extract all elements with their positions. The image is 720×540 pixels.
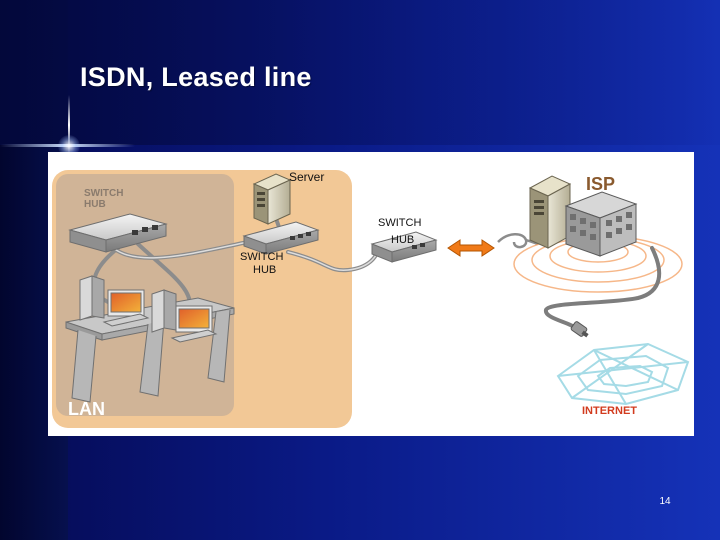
light-flare-glow [58, 135, 80, 157]
isp-building-icon [564, 191, 638, 257]
pc-2 [151, 289, 218, 343]
internet-web-icon [556, 342, 690, 406]
center-switch-hub-label-2: HUB [253, 264, 276, 276]
network-diagram: SWITCH HUB Server SWITCH HUB [48, 152, 694, 436]
workstations [65, 275, 235, 403]
right-switch-hub-label-1: SWITCH [378, 217, 421, 229]
right-switch-hub-label-2: HUB [391, 234, 414, 246]
lan-switch-hub-label-2: HUB [84, 199, 106, 210]
light-flare-vertical [68, 95, 70, 155]
center-switch-hub-label-1: SWITCH [240, 251, 283, 263]
lan-switch-hub [68, 213, 168, 253]
server-label: Server [289, 170, 324, 184]
isp-cable-coil [497, 233, 539, 249]
lan-switch-hub-label-1: SWITCH [84, 188, 123, 199]
internet-label: INTERNET [582, 405, 637, 417]
title-band [0, 0, 720, 145]
center-switch-hub [242, 221, 320, 255]
network-diagram-svg: SWITCH HUB Server SWITCH HUB [52, 170, 690, 428]
pc-1 [79, 275, 150, 327]
right-switch-hub [370, 231, 438, 263]
slide-title: ISDN, Leased line [80, 62, 312, 92]
isp-label: ISP [586, 174, 615, 194]
isp-to-internet-cable [544, 246, 662, 330]
network-plug-icon [570, 321, 589, 338]
leased-line-arrow-icon [447, 239, 495, 257]
lan-label: LAN [68, 399, 105, 419]
page-number: 14 [659, 496, 671, 507]
server-icon [252, 173, 292, 225]
isp-server-icon [528, 175, 572, 249]
